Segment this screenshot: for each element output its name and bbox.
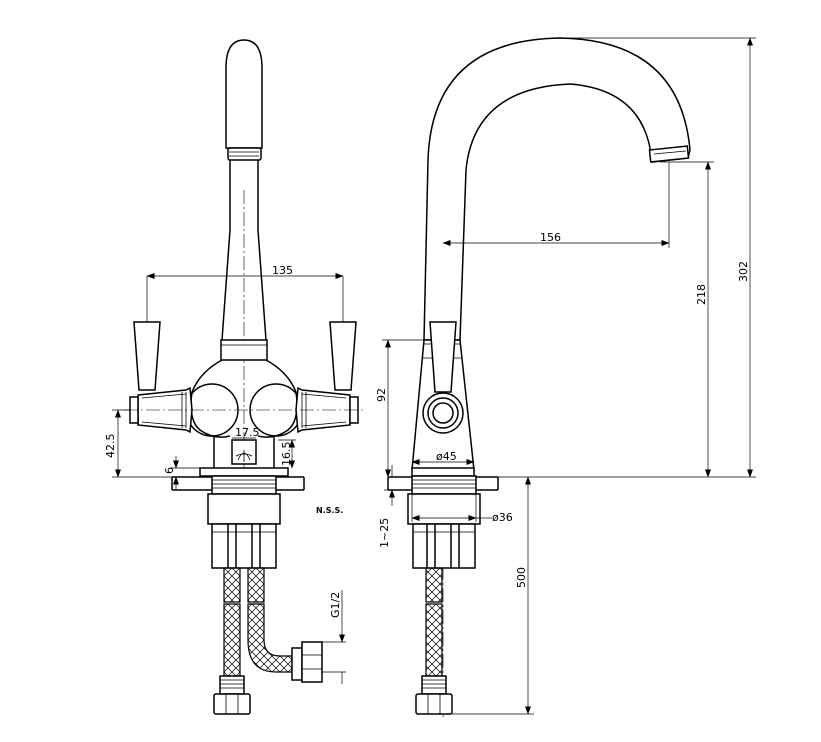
front-spout-tip (225, 39, 263, 149)
side-knob (422, 392, 464, 434)
dim-front-width: 17.5 (235, 426, 260, 439)
front-hose-left (223, 567, 241, 603)
dim-hose-length: 500 (515, 567, 528, 588)
side-lever (429, 321, 457, 393)
dim-handle-height: 92 (375, 388, 388, 402)
side-hose (425, 567, 443, 603)
front-hose-right-bent (247, 603, 293, 673)
dim-spout-height: 218 (695, 284, 708, 305)
front-view: N.S.S. (124, 39, 364, 715)
side-dimensions: 156 218 302 92 ø45 ø36 1~25 500 (375, 37, 756, 715)
dim-thread: G1/2 (329, 592, 342, 618)
front-dimensions: 135 42.5 6 17.5 16.5 G1/2 (104, 264, 346, 684)
dim-base-diameter: ø45 (436, 450, 457, 463)
dim-total-height: 302 (737, 261, 750, 282)
front-spout-stem (221, 160, 267, 341)
side-view (387, 37, 691, 720)
dim-counter-thickness: 1~25 (378, 518, 391, 548)
dim-spout-reach: 156 (540, 231, 561, 244)
front-left-lever (133, 321, 161, 391)
side-gooseneck-spout (423, 37, 691, 341)
dim-shank-diameter: ø36 (492, 511, 513, 524)
dim-base-thickness: 6 (163, 467, 176, 474)
front-right-lever (329, 321, 357, 391)
brand-logo: N.S.S. (316, 506, 343, 515)
dim-front-height: 16.5 (280, 442, 293, 467)
dim-base-height: 42.5 (104, 434, 117, 459)
dim-handle-span: 135 (272, 264, 293, 277)
